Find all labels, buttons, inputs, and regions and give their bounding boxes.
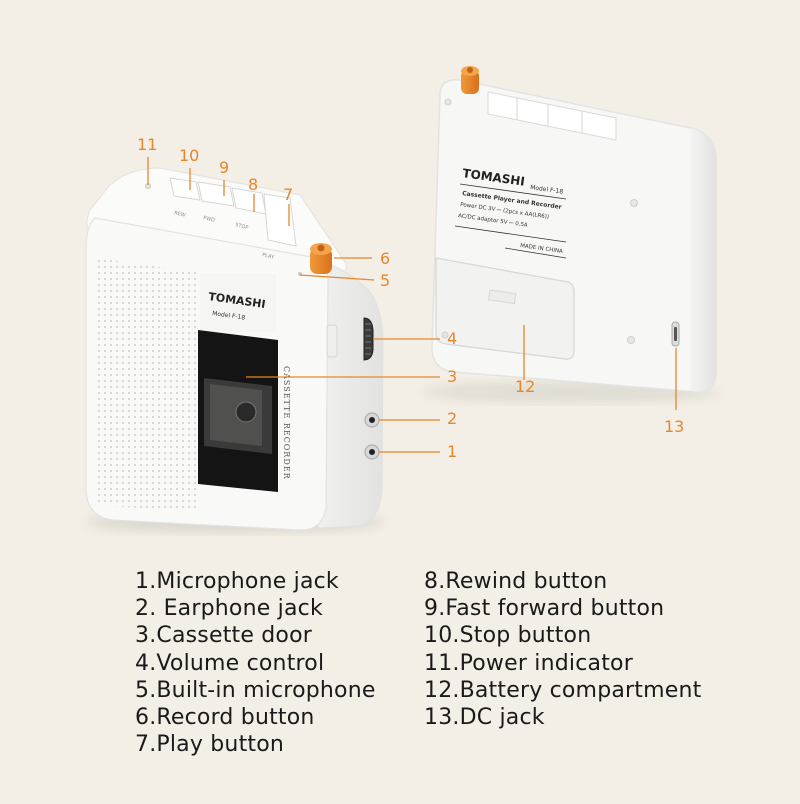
back-model: Model F-18: [530, 184, 564, 196]
side-text: CASSETTE RECORDER: [282, 366, 291, 480]
legend-item: 1.Microphone jack: [135, 569, 339, 594]
forward-label: FWD: [203, 215, 216, 224]
legend-item: 10.Stop button: [424, 623, 592, 649]
record-button-back: [461, 66, 479, 94]
legend-item: 2. Earphone jack: [135, 596, 323, 622]
front-top-face: [86, 167, 348, 276]
record-button: [310, 243, 332, 274]
legend-item: 5.Built-in microphone: [135, 677, 376, 703]
callout-6: 6: [380, 249, 391, 268]
callout-11: 11: [137, 135, 158, 154]
leader-lines: [147, 157, 677, 453]
stop-label: STOP: [235, 222, 249, 231]
callout-5: 5: [380, 271, 391, 290]
callout-7: 7: [283, 185, 294, 204]
battery-compartment: [435, 257, 575, 360]
legend-right: 8.Rewind button 9.Fast forward button 10…: [424, 568, 701, 731]
callout-10: 10: [179, 146, 200, 165]
callout-1: 1: [447, 442, 458, 461]
legend-item: 8.Rewind button: [424, 569, 608, 594]
legend-item: 6.Record button: [135, 704, 315, 730]
front-unit: REW FWD STOP PLAY TOMASHI Model F-18: [85, 167, 385, 532]
legend-item: 12.Battery compartment: [424, 677, 702, 703]
callout-13: 13: [664, 417, 685, 436]
legend-item: 13.DC jack: [424, 704, 545, 730]
legend-item: 7.Play button: [135, 732, 285, 758]
top-buttons: REW FWD STOP PLAY: [169, 177, 297, 261]
volume-control: [363, 317, 374, 361]
callout-2: 2: [447, 409, 458, 428]
rewind-label: REW: [174, 210, 187, 219]
callout-8: 8: [248, 175, 259, 194]
play-label: PLAY: [262, 252, 276, 261]
legend-item: 4.Volume control: [135, 650, 325, 676]
back-unit: TOMASHI Model F-18 Cassette Player and R…: [420, 66, 720, 402]
legend-item: 11.Power indicator: [424, 650, 633, 676]
legend-item: 3.Cassette door: [135, 623, 313, 649]
legend-left: 1.Microphone jack 2. Earphone jack 3.Cas…: [135, 568, 376, 758]
legend-item: 9.Fast forward button: [424, 596, 665, 622]
back-line-4: MADE IN CHINA: [520, 243, 564, 255]
callout-3: 3: [447, 367, 458, 386]
callout-9: 9: [219, 158, 230, 177]
front-model: Model F-18: [212, 310, 246, 322]
callout-12: 12: [515, 377, 536, 396]
speaker-grill: [96, 258, 196, 512]
callout-4: 4: [447, 329, 458, 348]
